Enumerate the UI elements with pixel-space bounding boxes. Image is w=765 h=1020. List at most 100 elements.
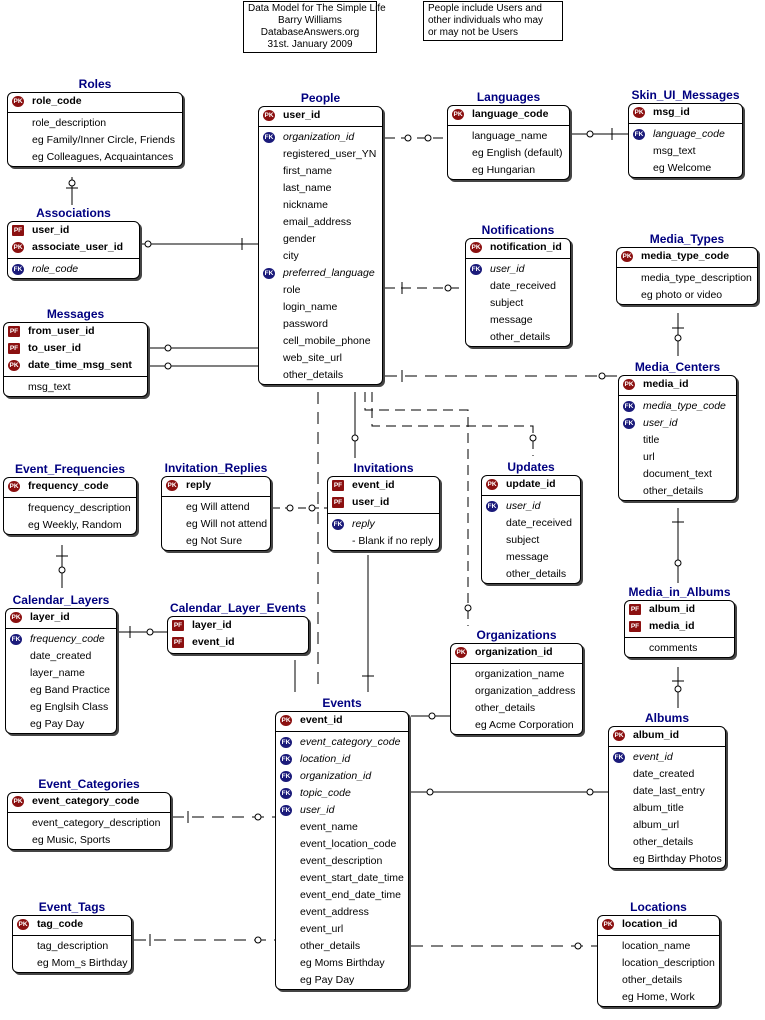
attribute-row: PK media_id: [619, 376, 736, 393]
title-line: Data Model for The Simple Life: [248, 3, 386, 14]
attribute-row: document_text: [619, 466, 736, 483]
entity-title: Organizations: [476, 628, 557, 642]
fk-key-icon: FK: [280, 737, 292, 748]
attribute-row: album_title: [609, 800, 725, 817]
attribute-row: date_created: [609, 766, 725, 783]
attribute-row: organization_name: [451, 666, 582, 683]
attribute-row: role: [259, 282, 382, 299]
attribute-name: album_url: [633, 819, 680, 831]
attribute-row: location_description: [598, 955, 719, 972]
attribute-name: frequency_code: [30, 633, 105, 645]
attribute-row: eg Colleagues, Acquaintances: [8, 149, 182, 166]
people-note-line: or may not be Users: [428, 27, 519, 38]
attribute-row: url: [619, 449, 736, 466]
attribute-name: event_id: [352, 479, 395, 491]
entity-title: Event_Frequencies: [14, 462, 126, 476]
entity-title: Event_Categories: [38, 777, 140, 791]
entity-title: Invitation_Replies: [164, 461, 268, 475]
title-line: Barry Williams: [278, 15, 342, 26]
attribute-name: user_id: [506, 500, 541, 512]
attribute-row: msg_text: [4, 379, 147, 396]
attribute-name: album_id: [649, 603, 696, 615]
attribute-name: event_category_description: [32, 817, 161, 829]
attribute-name: event_start_date_time: [300, 872, 404, 884]
attribute-name: other_details: [300, 940, 361, 952]
fk-key-icon: FK: [280, 754, 292, 765]
attribute-name: tag_code: [37, 918, 84, 930]
attribute-name: document_text: [643, 468, 712, 480]
attribute-row: role_description: [8, 115, 182, 132]
attribute-row: other_details: [598, 972, 719, 989]
pf-key-icon: PF: [12, 225, 24, 236]
attribute-name: web_site_url: [283, 352, 342, 364]
attribute-name: media_id: [649, 620, 695, 632]
attribute-row: location_name: [598, 938, 719, 955]
attribute-name: date_received: [506, 517, 572, 529]
attribute-name: comments: [649, 642, 698, 654]
attribute-name: login_name: [283, 301, 338, 313]
entity-title: Media_in_Albums: [628, 585, 731, 599]
attribute-name: eg Will not attend: [186, 518, 268, 530]
attribute-name: tag_description: [37, 940, 109, 952]
attribute-name: language_code: [653, 128, 725, 140]
attribute-row: event_url: [276, 921, 408, 938]
pk-key-icon: PK: [8, 360, 20, 371]
attribute-row: eg Not Sure: [162, 533, 270, 550]
attribute-row: other_details: [276, 938, 408, 955]
attribute-row: eg Will not attend: [162, 516, 270, 533]
pk-key-icon: PK: [623, 379, 635, 390]
entity-title: Notifications: [481, 223, 555, 237]
attribute-name: event_address: [300, 906, 369, 918]
people-note-line: other individuals who may: [428, 15, 544, 26]
attribute-name: role: [283, 284, 301, 296]
attribute-name: media_id: [643, 378, 689, 390]
attribute-name: other_details: [643, 485, 704, 497]
attribute-name: language_code: [472, 108, 549, 120]
attribute-row: eg Pay Day: [6, 716, 116, 733]
attribute-row: date_last_entry: [609, 783, 725, 800]
attribute-name: msg_id: [653, 106, 690, 118]
attribute-row: date_received: [466, 278, 570, 295]
attribute-row: msg_text: [629, 143, 742, 160]
attribute-row: eg Moms Birthday: [276, 955, 408, 972]
attribute-row: title: [619, 432, 736, 449]
attribute-name: event_location_code: [300, 838, 397, 850]
attribute-name: update_id: [506, 478, 556, 490]
